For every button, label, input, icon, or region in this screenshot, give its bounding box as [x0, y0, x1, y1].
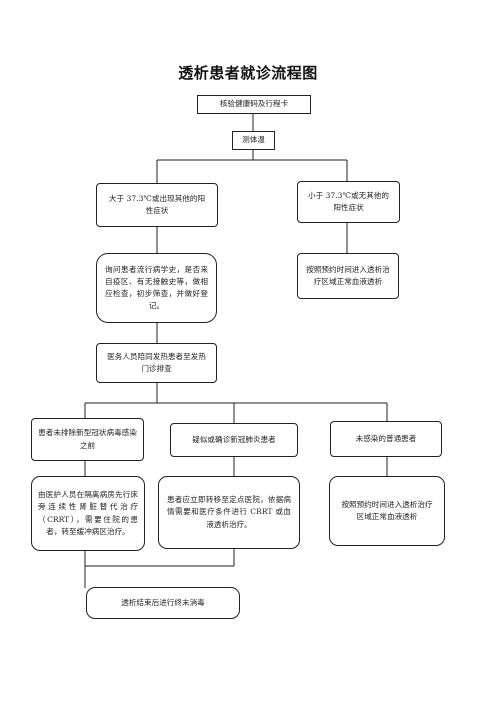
escort-box: 医务人员陪同发热患者至发热门诊排查 — [96, 343, 217, 383]
high-temp-label: 大于 37.3℃或出现其他的阳性症状 — [108, 193, 206, 215]
normal-dialysis-box-1: 按照预约时间进入透析治疗区域正常血液透析 — [297, 253, 399, 299]
not-excluded-box: 患者未排除新型冠状病毒感染之前 — [31, 418, 144, 461]
uninfected-box: 未感染的普通患者 — [330, 421, 442, 457]
transfer-label: 患者应立即转移至定点医院，依据病情需要和医疗条件进行 CRRT 或血液透析治疗。 — [167, 495, 291, 529]
page-title: 透析患者就诊流程图 — [178, 64, 318, 82]
crrt-isolation-box: 由医护人员在隔离病房先行床旁连续性肾脏替代治疗（CRRT），需要住院的患者，转至… — [31, 476, 145, 551]
transfer-box: 患者应立即转移至定点医院，依据病情需要和医疗条件进行 CRRT 或血液透析治疗。 — [158, 476, 300, 549]
disinfect-label: 透析结束后进行终末消毒 — [121, 597, 205, 607]
inquiry-box: 询问患者流行病学史，是否来自疫区、有无接触史等，做相应检查，初步筛查，并做好登记… — [96, 253, 217, 323]
suspected-box: 疑似或确诊新冠肺炎患者 — [170, 423, 298, 457]
normal-dialysis-label-1: 按照预约时间进入透析治疗区域正常血液透析 — [306, 264, 390, 286]
escort-label: 医务人员陪同发热患者至发热门诊排查 — [107, 351, 206, 373]
high-temp-box: 大于 37.3℃或出现其他的阳性症状 — [96, 183, 218, 227]
not-excluded-label: 患者未排除新型冠状病毒感染之前 — [38, 428, 137, 450]
check-code-label: 核验健康码及行程卡 — [219, 99, 289, 109]
normal-dialysis-box-2: 按照预约时间进入透析治疗区域正常血液透析 — [329, 476, 445, 546]
suspected-label: 疑似或确诊新冠肺炎患者 — [192, 434, 276, 444]
temperature-label: 测体温 — [242, 135, 265, 145]
inquiry-label: 询问患者流行病学史，是否来自疫区、有无接触史等，做相应检查，初步筛查，并做好登记… — [105, 264, 208, 311]
normal-dialysis-label-2: 按照预约时间进入透析治疗区域正常血液透析 — [341, 499, 433, 521]
normal-temp-box: 小于 37.3℃或无其他的阳性症状 — [297, 181, 400, 223]
check-code-box: 核验健康码及行程卡 — [197, 95, 311, 114]
uninfected-label: 未感染的普通患者 — [355, 433, 417, 443]
disinfect-box: 透析结束后进行终末消毒 — [86, 587, 240, 619]
temperature-box: 测体温 — [232, 131, 275, 150]
normal-temp-label: 小于 37.3℃或无其他的阳性症状 — [308, 190, 389, 212]
crrt-isolation-label: 由医护人员在隔离病房先行床旁连续性肾脏替代治疗（CRRT），需要住院的患者，转至… — [38, 490, 138, 536]
